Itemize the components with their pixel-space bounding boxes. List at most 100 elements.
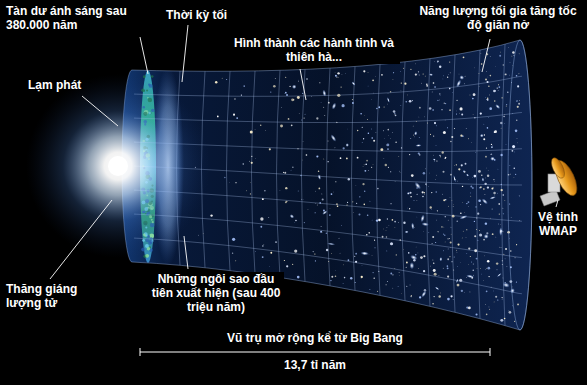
star bbox=[318, 170, 320, 172]
leader-line bbox=[140, 37, 148, 74]
star bbox=[417, 73, 419, 75]
star bbox=[437, 100, 438, 101]
galaxy bbox=[327, 243, 336, 246]
star bbox=[450, 241, 452, 243]
annotation-label: Vũ trụ mở rộng kể từ Big Bang bbox=[140, 331, 490, 345]
star bbox=[413, 200, 415, 202]
star bbox=[516, 119, 518, 121]
star bbox=[346, 158, 348, 160]
star bbox=[396, 254, 397, 255]
star bbox=[307, 208, 309, 210]
star bbox=[352, 201, 353, 202]
star bbox=[331, 253, 333, 255]
star bbox=[443, 199, 445, 201]
star bbox=[260, 217, 263, 220]
star bbox=[250, 130, 253, 133]
star bbox=[375, 132, 377, 134]
star bbox=[428, 186, 430, 188]
star bbox=[439, 155, 440, 156]
star bbox=[480, 112, 482, 114]
star bbox=[445, 157, 446, 158]
star bbox=[386, 236, 387, 237]
star bbox=[444, 102, 445, 103]
star bbox=[414, 63, 416, 65]
star bbox=[410, 69, 411, 70]
star bbox=[371, 167, 372, 168]
star bbox=[378, 106, 380, 108]
star bbox=[411, 295, 412, 296]
star bbox=[327, 140, 329, 142]
star bbox=[435, 125, 437, 127]
star bbox=[298, 79, 300, 81]
star bbox=[484, 255, 486, 257]
star bbox=[235, 260, 236, 261]
star bbox=[263, 244, 265, 246]
star bbox=[260, 125, 261, 126]
galaxy bbox=[455, 79, 462, 88]
star bbox=[264, 190, 266, 192]
star bbox=[372, 79, 374, 81]
star bbox=[517, 85, 519, 87]
star bbox=[485, 304, 487, 306]
star bbox=[399, 172, 401, 174]
star bbox=[465, 237, 467, 239]
star bbox=[517, 304, 519, 306]
star bbox=[496, 262, 498, 264]
star bbox=[487, 98, 488, 99]
star bbox=[468, 307, 471, 310]
star bbox=[435, 242, 436, 243]
star bbox=[512, 150, 514, 152]
star bbox=[428, 232, 430, 234]
star bbox=[433, 154, 435, 156]
star bbox=[485, 156, 487, 158]
star bbox=[472, 98, 474, 100]
star bbox=[229, 182, 231, 184]
star bbox=[392, 219, 394, 221]
star bbox=[326, 233, 328, 235]
star bbox=[321, 193, 323, 195]
star bbox=[382, 236, 384, 238]
star bbox=[491, 187, 493, 189]
star bbox=[345, 73, 347, 75]
star bbox=[481, 273, 483, 275]
star bbox=[285, 187, 287, 189]
star bbox=[490, 75, 492, 77]
star bbox=[444, 158, 446, 160]
star bbox=[449, 62, 450, 63]
star bbox=[448, 74, 450, 76]
star bbox=[454, 128, 455, 129]
star bbox=[300, 175, 302, 177]
star bbox=[355, 185, 357, 187]
star bbox=[456, 110, 458, 112]
star bbox=[420, 82, 422, 84]
star bbox=[403, 68, 404, 69]
star bbox=[478, 170, 481, 173]
star bbox=[502, 194, 504, 196]
star bbox=[235, 182, 236, 183]
star bbox=[451, 200, 453, 202]
star bbox=[369, 289, 371, 291]
star bbox=[281, 107, 283, 109]
star bbox=[279, 190, 281, 192]
star bbox=[442, 75, 444, 77]
star bbox=[369, 200, 371, 202]
star bbox=[449, 72, 451, 74]
star bbox=[357, 130, 358, 131]
galaxy bbox=[413, 181, 422, 191]
star bbox=[435, 191, 437, 193]
star bbox=[494, 194, 496, 196]
star bbox=[334, 72, 336, 74]
star bbox=[270, 252, 272, 254]
galaxy bbox=[496, 272, 502, 277]
star bbox=[497, 87, 498, 88]
star bbox=[408, 252, 410, 254]
star bbox=[437, 210, 438, 211]
star bbox=[484, 183, 486, 185]
star bbox=[430, 265, 432, 267]
leader-line bbox=[556, 200, 558, 207]
star bbox=[485, 79, 487, 81]
star bbox=[466, 229, 467, 230]
star bbox=[315, 190, 317, 192]
star bbox=[481, 175, 483, 177]
galaxy bbox=[331, 102, 337, 110]
